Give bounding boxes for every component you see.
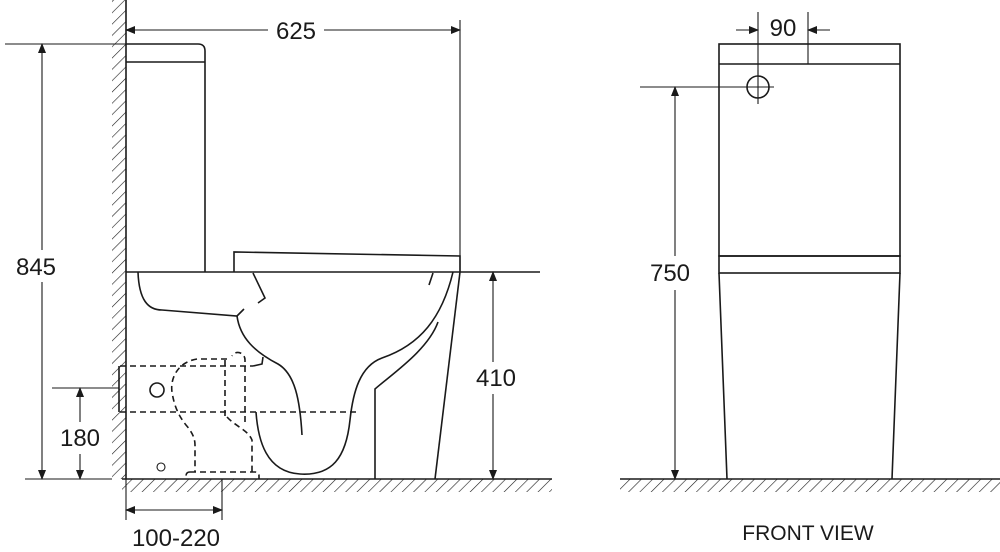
bowl bbox=[137, 271, 461, 480]
side-view: 625 845 180 410 100-220 bbox=[5, 0, 552, 552]
front-seat-band bbox=[718, 255, 901, 274]
dim-845: 845 bbox=[5, 43, 126, 480]
inlet-hole bbox=[640, 70, 774, 104]
svg-text:180: 180 bbox=[60, 425, 100, 452]
dim-90: 90 bbox=[736, 12, 830, 76]
svg-text:750: 750 bbox=[650, 260, 690, 287]
dim-180: 180 bbox=[52, 387, 119, 480]
outlet-pipe bbox=[118, 351, 360, 479]
svg-text:625: 625 bbox=[276, 18, 316, 45]
svg-text:845: 845 bbox=[16, 254, 56, 281]
dim-750: 750 bbox=[650, 86, 690, 480]
seat bbox=[233, 251, 461, 272]
svg-text:100-220: 100-220 bbox=[132, 525, 220, 552]
front-pedestal bbox=[718, 272, 901, 480]
bolt-circle bbox=[156, 462, 166, 472]
svg-text:410: 410 bbox=[476, 365, 516, 392]
front-cistern bbox=[718, 43, 901, 257]
front-view-caption: FRONT VIEW bbox=[742, 522, 874, 545]
dim-100-220: 100-220 bbox=[125, 479, 223, 552]
front-view: 90 750 FRONT VIEW bbox=[620, 12, 1000, 545]
cistern bbox=[126, 43, 206, 272]
wall-hatch bbox=[112, 0, 126, 479]
front-floor-hatch bbox=[620, 479, 1000, 492]
svg-text:90: 90 bbox=[770, 15, 797, 42]
dim-625: 625 bbox=[125, 18, 461, 272]
outlet-circle bbox=[149, 382, 165, 398]
floor-hatch bbox=[122, 479, 552, 492]
dim-410: 410 bbox=[476, 271, 516, 480]
